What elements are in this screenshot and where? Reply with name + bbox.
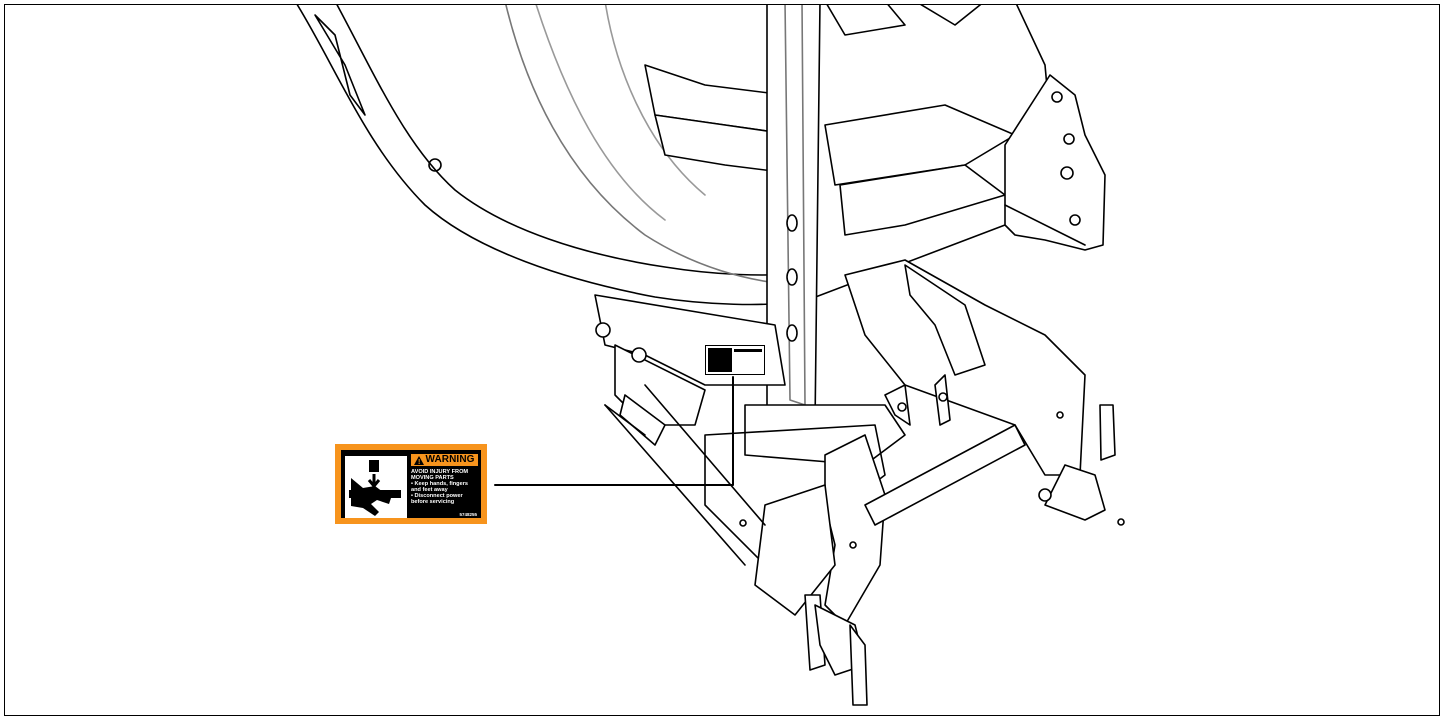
warning-decal: WARNING AVOID INJURY FROM MOVING PARTS •… <box>335 444 487 524</box>
part-number: 5748255 <box>459 512 477 517</box>
mini-hand-crush-icon <box>708 348 732 372</box>
vertical-mount-bar <box>766 5 821 426</box>
tractor-hood <box>296 5 1056 306</box>
hand-crush-icon <box>345 456 407 518</box>
decal-leader-line <box>494 376 734 486</box>
right-side-plate <box>1004 74 1106 251</box>
diagram-frame: WARNING AVOID INJURY FROM MOVING PARTS •… <box>4 4 1440 716</box>
mount-frame <box>604 204 1125 706</box>
tractor-front-mount-illustration <box>296 5 1125 706</box>
mini-warning-decal <box>705 345 765 375</box>
warning-heading: WARNING <box>411 454 478 469</box>
warning-triangle-icon <box>414 455 425 469</box>
